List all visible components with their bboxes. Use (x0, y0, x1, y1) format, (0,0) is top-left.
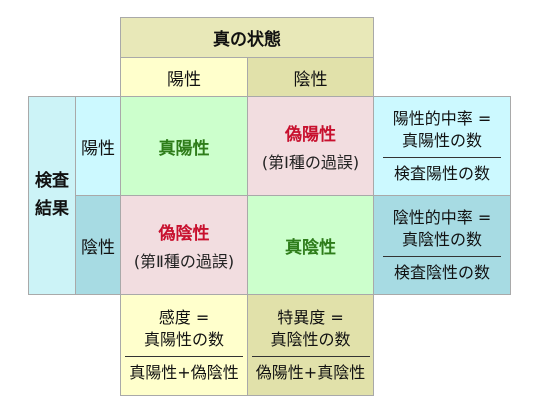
ppv-denominator: 検査陽性の数 (393, 163, 490, 183)
row-header-positive-label: 陽性 (81, 138, 115, 159)
ppv-fraction: 陽性的中率 = 真陽性の数 検査陽性の数 (383, 109, 501, 184)
ppv-numerator: 真陽性の数 (401, 130, 482, 150)
test-result-label-1: 検査 (35, 171, 69, 192)
type-1-error-label: (第Ⅰ種の過誤) (261, 152, 360, 172)
npv-fraction-line (383, 255, 501, 257)
test-result-header: 検査 結果 (28, 96, 76, 295)
sensitivity-fraction-line (125, 355, 243, 357)
specificity-cell: 特異度 = 真陰性の数 偽陽性+真陰性 (247, 294, 374, 396)
truth-header-label: 真の状態 (213, 30, 281, 50)
npv-title: 陰性的中率 = (392, 207, 492, 227)
cell-false-positive: 偽陽性 (第Ⅰ種の過誤) (247, 96, 374, 196)
type-2-error-label: (第Ⅱ種の過誤) (133, 251, 235, 271)
ppv-fraction-line (383, 156, 501, 158)
specificity-denominator: 偽陽性+真陰性 (255, 362, 366, 382)
specificity-title: 特異度 = (277, 307, 344, 327)
ppv-cell: 陽性的中率 = 真陽性の数 検査陽性の数 (373, 96, 511, 196)
npv-numerator: 真陰性の数 (401, 229, 482, 249)
true-positive-label: 真陽性 (158, 138, 210, 159)
cell-true-negative: 真陰性 (247, 195, 374, 295)
sensitivity-numerator: 真陽性の数 (143, 329, 224, 349)
specificity-fraction: 特異度 = 真陰性の数 偽陽性+真陰性 (251, 307, 370, 383)
sensitivity-denominator: 真陽性+偽陰性 (129, 362, 239, 382)
row-header-negative-label: 陰性 (81, 237, 115, 258)
row-header-positive: 陽性 (75, 96, 121, 196)
sensitivity-title: 感度 = (158, 307, 210, 327)
col-header-negative: 陰性 (247, 57, 374, 97)
false-positive-label: 偽陽性 (285, 124, 336, 145)
col-header-negative-label: 陰性 (293, 69, 328, 90)
specificity-fraction-line (251, 355, 370, 357)
false-negative-label: 偽陰性 (158, 223, 210, 244)
cell-true-positive: 真陽性 (120, 96, 248, 196)
sensitivity-fraction: 感度 = 真陽性の数 真陽性+偽陰性 (125, 308, 243, 383)
true-negative-label: 真陰性 (285, 237, 336, 258)
sensitivity-cell: 感度 = 真陽性の数 真陽性+偽陰性 (120, 294, 248, 396)
specificity-numerator: 真陰性の数 (270, 329, 351, 349)
npv-denominator: 検査陰性の数 (393, 262, 490, 282)
col-header-positive: 陽性 (120, 57, 248, 97)
npv-cell: 陰性的中率 = 真陰性の数 検査陰性の数 (373, 195, 511, 295)
col-header-positive-label: 陽性 (167, 69, 201, 90)
row-header-negative: 陰性 (75, 195, 121, 295)
npv-fraction: 陰性的中率 = 真陰性の数 検査陰性の数 (383, 208, 501, 283)
cell-false-negative: 偽陰性 (第Ⅱ種の過誤) (120, 195, 248, 295)
ppv-title: 陽性的中率 = (392, 108, 492, 128)
test-result-label-2: 結果 (35, 198, 69, 219)
truth-header: 真の状態 (120, 17, 374, 58)
